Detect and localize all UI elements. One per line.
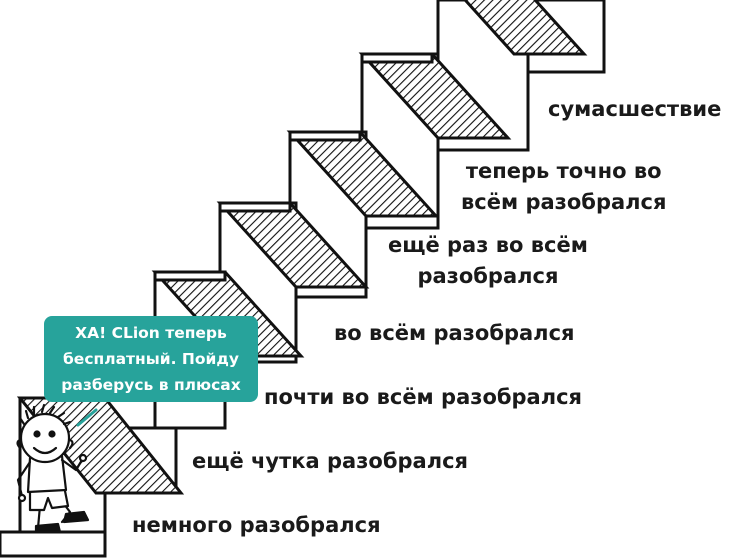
step-label-4: во всём разобрался <box>334 321 575 345</box>
speech-line-2: бесплатный. Пойду <box>62 350 239 368</box>
speech-line-1: ХА! CLion теперь <box>75 324 227 342</box>
stair-edge-3 <box>288 130 362 142</box>
step-label-3: почти во всём разобрался <box>264 385 583 409</box>
speech-line-3: разберусь в плюсах <box>61 376 241 394</box>
stair-base <box>0 530 107 558</box>
speech-bubble: ХА! CLion теперь бесплатный. Пойду разбе… <box>44 316 258 402</box>
step-label-7: сумасшествие <box>548 97 722 121</box>
stair-tread-5 <box>463 0 588 56</box>
stair-edge-1 <box>153 270 227 282</box>
step-label-1: немного разобрался <box>132 513 381 537</box>
step-label-2: ещё чутка разобрался <box>192 449 469 473</box>
stair-edge-2 <box>218 201 292 213</box>
stair-edge-4 <box>360 52 434 64</box>
cartoon-boy-icon <box>16 403 98 534</box>
